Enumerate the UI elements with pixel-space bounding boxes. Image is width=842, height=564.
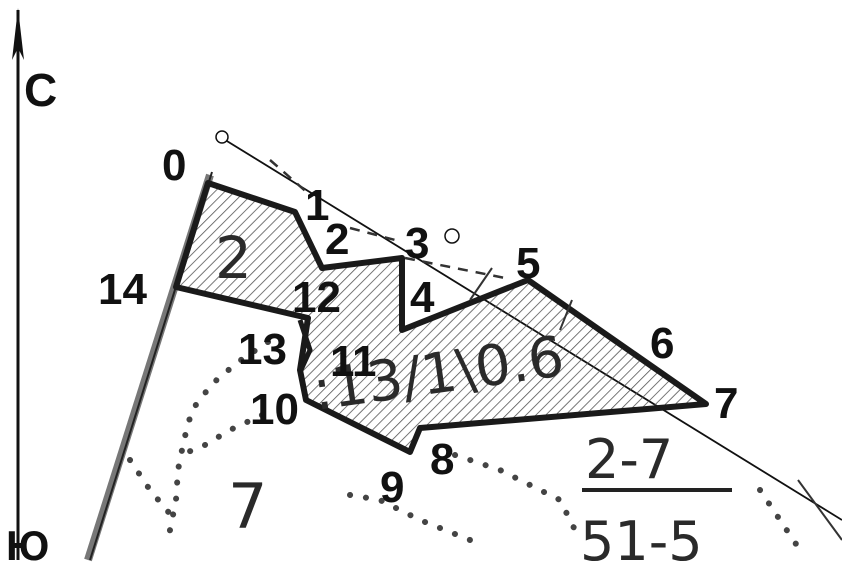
fraction-top: 2-7 xyxy=(585,428,673,491)
point-label-5: 5 xyxy=(516,239,540,288)
south-label: Ю xyxy=(6,522,49,564)
point-label-4: 4 xyxy=(410,273,435,322)
point-label-0: 0 xyxy=(162,141,186,190)
dashed-boundary xyxy=(269,159,506,280)
point-label-7: 7 xyxy=(714,379,738,428)
point-label-12: 12 xyxy=(292,273,341,322)
point-label-3: 3 xyxy=(405,219,429,268)
fraction-bottom: 51-5 xyxy=(580,510,703,564)
point-label-2: 2 xyxy=(325,215,349,264)
point-labels: 0 1 2 3 4 5 6 7 8 9 10 11 12 13 14 xyxy=(98,141,738,512)
parcel-label-lower-left: 7 xyxy=(228,470,267,543)
compass: С Ю xyxy=(6,8,57,564)
survey-marker-3 xyxy=(444,228,460,244)
point-label-6: 6 xyxy=(650,319,674,368)
point-label-8: 8 xyxy=(430,435,454,484)
point-label-11: 11 xyxy=(330,337,377,386)
dotted-line-c xyxy=(127,457,178,523)
right-boundary xyxy=(797,479,842,541)
dotted-boundaries xyxy=(127,339,803,553)
dotted-line-b xyxy=(185,412,265,455)
dotted-line-e xyxy=(347,492,473,543)
inner-boundary-2 xyxy=(297,319,313,374)
point-label-13: 13 xyxy=(238,325,287,374)
north-label: С xyxy=(24,64,57,116)
dotted-line-d xyxy=(452,452,578,533)
hatched-parcel xyxy=(173,180,709,455)
hand-ticks xyxy=(469,267,573,331)
point-label-10: 10 xyxy=(250,385,299,434)
survey-marker-start xyxy=(215,130,229,144)
dotted-line-f xyxy=(757,487,803,553)
point-label-1: 1 xyxy=(305,181,329,230)
parcel-label-left: 2 xyxy=(215,224,252,292)
north-arrow-icon xyxy=(12,8,24,60)
point-label-9: 9 xyxy=(380,463,404,512)
point-label-14: 14 xyxy=(98,265,147,314)
